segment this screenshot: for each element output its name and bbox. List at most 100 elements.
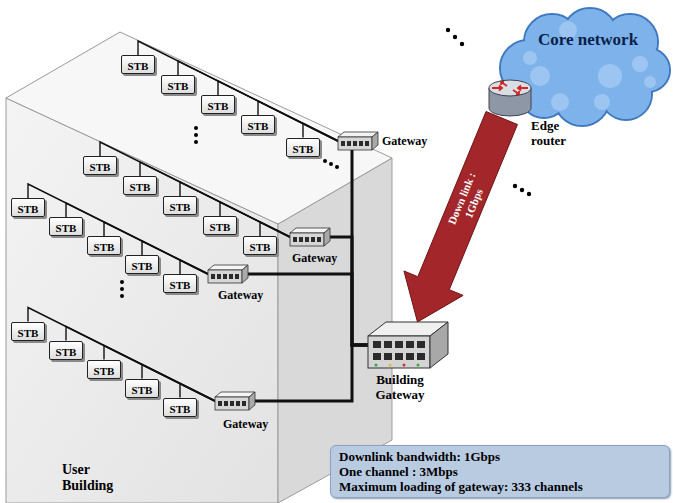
port xyxy=(223,274,227,279)
icon-part xyxy=(338,132,378,137)
dot xyxy=(513,184,517,188)
stb-box: STB xyxy=(11,198,45,217)
port xyxy=(217,274,221,279)
cloud-highlight xyxy=(551,93,569,111)
stb-label: STB xyxy=(170,401,191,418)
cloud-label: Core network xyxy=(490,6,670,50)
stb-box: STB xyxy=(203,216,237,235)
icon-part xyxy=(215,397,249,410)
port xyxy=(218,401,222,406)
trunk-wire xyxy=(255,345,368,401)
icon-part xyxy=(208,265,248,270)
stb-wire xyxy=(260,222,290,237)
router-arrow xyxy=(518,86,528,91)
gateway-label: Gateway xyxy=(382,134,427,148)
switch-icon xyxy=(368,322,448,368)
stb-label: STB xyxy=(56,220,77,237)
stb-box: STB xyxy=(121,55,155,74)
dot xyxy=(527,192,531,196)
stb-label: STB xyxy=(248,118,269,135)
port xyxy=(293,237,297,242)
stb-label: STB xyxy=(210,219,231,236)
gateway-label: Gateway xyxy=(292,251,337,265)
port xyxy=(305,237,309,242)
router-arrow xyxy=(501,82,507,86)
stb-label: STB xyxy=(168,78,189,95)
cloud-highlight xyxy=(644,76,656,88)
stb-box: STB xyxy=(243,236,277,255)
icon-part xyxy=(338,137,372,150)
dot xyxy=(194,133,198,137)
info-text: Downlink bandwidth: 1Gbps xyxy=(339,449,661,464)
trunk-wire xyxy=(248,274,368,345)
icon-part xyxy=(249,392,255,410)
info-text: Maximum loading of gateway: 333 channels xyxy=(339,479,661,494)
stb-label: STB xyxy=(170,277,191,294)
router-icon xyxy=(487,78,533,118)
cloud-highlight xyxy=(594,94,610,110)
icon-part xyxy=(368,336,430,368)
stb-wire xyxy=(28,184,208,274)
gateway-device: Gateway xyxy=(208,265,248,283)
port xyxy=(373,353,381,360)
stb-wire xyxy=(178,61,338,141)
building-roof xyxy=(6,32,392,224)
info-panel: Downlink bandwidth: 1GbpsOne channel : 3… xyxy=(330,445,670,498)
port xyxy=(229,274,233,279)
gateway-icon xyxy=(215,392,255,410)
port xyxy=(406,353,414,360)
led xyxy=(389,364,392,367)
port xyxy=(242,401,246,406)
icon-part xyxy=(208,270,242,283)
icon-part xyxy=(372,132,378,150)
dot xyxy=(460,42,464,46)
icon-part xyxy=(242,265,248,283)
dot xyxy=(520,188,524,192)
stb-label: STB xyxy=(170,199,191,216)
cloud-highlight xyxy=(530,66,550,86)
edge-label: Down link : 1Gbps xyxy=(442,162,494,238)
stb-box: STB xyxy=(83,156,117,175)
gateway-device: Gateway xyxy=(215,392,255,410)
port xyxy=(299,237,303,242)
port xyxy=(341,141,345,146)
dot xyxy=(329,162,333,166)
building-gateway: Building Gateway xyxy=(368,322,448,368)
stb-box: STB xyxy=(87,236,121,255)
stb-label: STB xyxy=(132,382,153,399)
stb-box: STB xyxy=(87,360,121,379)
port xyxy=(417,341,425,348)
trunk-wire xyxy=(352,150,368,345)
stb-label: STB xyxy=(56,344,77,361)
port xyxy=(373,341,381,348)
building-label: User Building xyxy=(62,462,132,494)
port xyxy=(317,237,321,242)
dot xyxy=(120,294,124,298)
stb-box: STB xyxy=(49,341,83,360)
port xyxy=(236,401,240,406)
dot xyxy=(194,140,198,144)
icon-part xyxy=(290,228,330,233)
port xyxy=(384,341,392,348)
stb-label: STB xyxy=(293,141,314,158)
port xyxy=(311,237,315,242)
stb-label: STB xyxy=(128,58,149,75)
router-arrow xyxy=(492,86,502,91)
router-label: Edge router xyxy=(531,118,585,148)
port xyxy=(395,353,403,360)
stb-wire xyxy=(28,308,215,402)
stb-label: STB xyxy=(250,239,271,256)
gateway-device: Gateway xyxy=(290,228,330,246)
gateway-icon xyxy=(338,132,378,150)
stb-wire xyxy=(180,260,208,274)
gateway-label: Gateway xyxy=(218,288,263,302)
dot xyxy=(120,287,124,291)
gateway-device: Gateway xyxy=(338,132,378,150)
stb-box: STB xyxy=(163,274,197,293)
cloud-highlight xyxy=(632,56,648,72)
stb-label: STB xyxy=(94,239,115,256)
stb-box: STB xyxy=(123,176,157,195)
gateway-label: Gateway xyxy=(223,417,268,431)
stb-label: STB xyxy=(132,258,153,275)
